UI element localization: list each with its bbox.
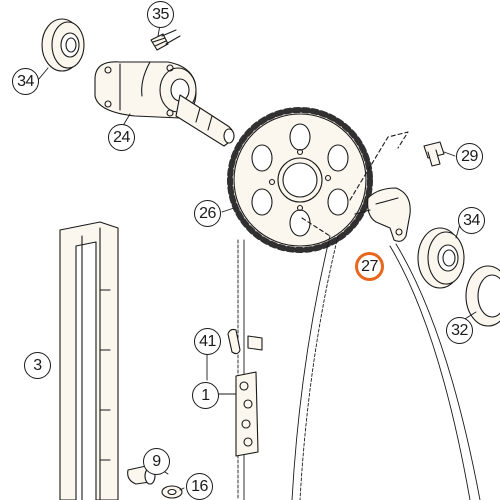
callout-29: 29 bbox=[456, 143, 483, 170]
callout-34-left: 34 bbox=[12, 68, 39, 95]
countershaft-part bbox=[94, 61, 235, 147]
callout-3: 3 bbox=[24, 352, 51, 379]
callout-24: 24 bbox=[108, 124, 135, 151]
chain-guide-block-part bbox=[354, 187, 411, 242]
callout-27-highlighted: 27 bbox=[355, 252, 384, 281]
callout-32: 32 bbox=[446, 317, 473, 344]
bearing-right-part bbox=[417, 227, 465, 289]
seal-ring-part bbox=[465, 265, 500, 327]
callout-35: 35 bbox=[147, 1, 174, 28]
bearing-left-part bbox=[41, 18, 85, 72]
callout-26: 26 bbox=[194, 200, 221, 227]
bolt-part bbox=[423, 141, 445, 167]
callout-41: 41 bbox=[194, 328, 221, 355]
washer-part bbox=[161, 485, 183, 499]
drive-chain-loop bbox=[237, 235, 481, 500]
chain-link-part bbox=[227, 328, 263, 457]
callout-1: 1 bbox=[192, 382, 219, 409]
callout-16: 16 bbox=[186, 473, 213, 500]
callout-34-right: 34 bbox=[458, 207, 485, 234]
chain-slider-part bbox=[59, 221, 119, 500]
grease-nipple-part bbox=[150, 29, 181, 51]
callout-9: 9 bbox=[143, 448, 170, 475]
rear-sprocket-part bbox=[227, 107, 373, 253]
